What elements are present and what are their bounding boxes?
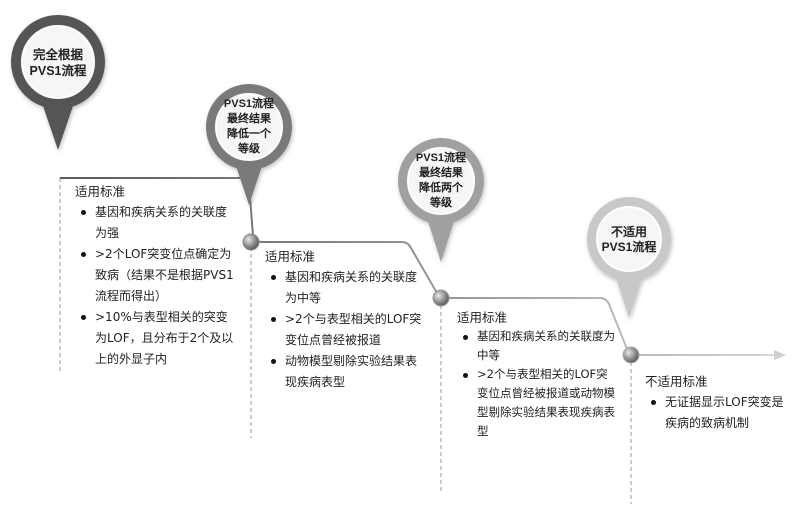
vertical-guides: [59, 178, 632, 504]
node-dot-4: [622, 346, 640, 364]
criteria-item: >10%与表型相关的突变为LOF，且分布于2个及以上的外显子内: [75, 307, 237, 370]
stage-3-criteria: 适用标准 基因和疾病关系的关联度为中等 >2个与表型相关的LOF突变位点曾经被报…: [457, 308, 617, 441]
criteria-item: 动物模型剔除实验结果表现疾病表型: [265, 351, 425, 393]
pin-line: 最终结果: [419, 167, 463, 179]
criteria-list: 基因和疾病关系的关联度为中等 >2个与表型相关的LOF突变位点曾经被报道或动物模…: [457, 327, 617, 441]
node-dot-3: [432, 289, 450, 307]
criteria-title: 不适用标准: [645, 374, 708, 389]
stage-4-criteria: 不适用标准 无证据显示LOF突变是疾病的致病机制: [645, 371, 785, 434]
criteria-item: >2个与表型相关的LOF突变位点曾经被报道或动物模型剔除实验结果表现疾病表型: [457, 365, 617, 441]
pin-line: PVS1流程: [223, 98, 275, 110]
criteria-title: 适用标准: [75, 184, 126, 199]
arrow-head-icon: [774, 350, 786, 360]
criteria-list: 基因和疾病关系的关联度为中等 >2个与表型相关的LOF突变位点曾经被报道 动物模…: [265, 267, 425, 393]
stage-2-pin-label: PVS1流程 最终结果 降低一个 等级: [214, 97, 284, 157]
pin-line: PVS1流程: [601, 240, 657, 254]
criteria-item: 无证据显示LOF突变是疾病的致病机制: [645, 392, 785, 434]
stage-4-pin: [587, 197, 671, 318]
stage-1-pin-label: 完全根据 PVS1流程: [18, 47, 98, 79]
stage-1-criteria: 适用标准 基因和疾病关系的关联度为强 >2个LOF突变位点确定为致病（结果不是根…: [75, 181, 237, 370]
criteria-item: >2个LOF突变位点确定为致病（结果不是根据PVS1流程而得出）: [75, 244, 237, 307]
criteria-list: 基因和疾病关系的关联度为强 >2个LOF突变位点确定为致病（结果不是根据PVS1…: [75, 202, 237, 370]
pin-line: 降低一个: [227, 128, 271, 140]
stage-1-pin: [11, 15, 105, 150]
criteria-item: 基因和疾病关系的关联度为强: [75, 202, 237, 244]
criteria-list: 无证据显示LOF突变是疾病的致病机制: [645, 392, 785, 434]
pin-line: PVS1流程: [415, 152, 467, 164]
criteria-title: 适用标准: [457, 310, 508, 325]
stage-2-pin: [206, 84, 292, 205]
node-dot-2: [242, 233, 260, 251]
pin-line: 降低两个: [419, 182, 463, 194]
criteria-item: >2个与表型相关的LOF突变位点曾经被报道: [265, 309, 425, 351]
stage-4-pin-label: 不适用 PVS1流程: [591, 225, 667, 255]
criteria-title: 适用标准: [265, 249, 316, 264]
criteria-item: 基因和疾病关系的关联度为中等: [457, 327, 617, 365]
stage-3-pin-label: PVS1流程 最终结果 降低两个 等级: [406, 151, 476, 211]
stage-2-criteria: 适用标准 基因和疾病关系的关联度为中等 >2个与表型相关的LOF突变位点曾经被报…: [265, 246, 425, 393]
timeline-nodes: [242, 233, 640, 364]
pin-line: PVS1流程: [29, 64, 87, 78]
criteria-item: 基因和疾病关系的关联度为中等: [265, 267, 425, 309]
stage-3-pin: [398, 138, 484, 262]
pin-line: 等级: [238, 143, 260, 155]
pin-line: 等级: [430, 197, 452, 209]
pin-line: 不适用: [610, 225, 647, 239]
pin-line: 最终结果: [227, 113, 271, 125]
pin-line: 完全根据: [32, 48, 83, 62]
